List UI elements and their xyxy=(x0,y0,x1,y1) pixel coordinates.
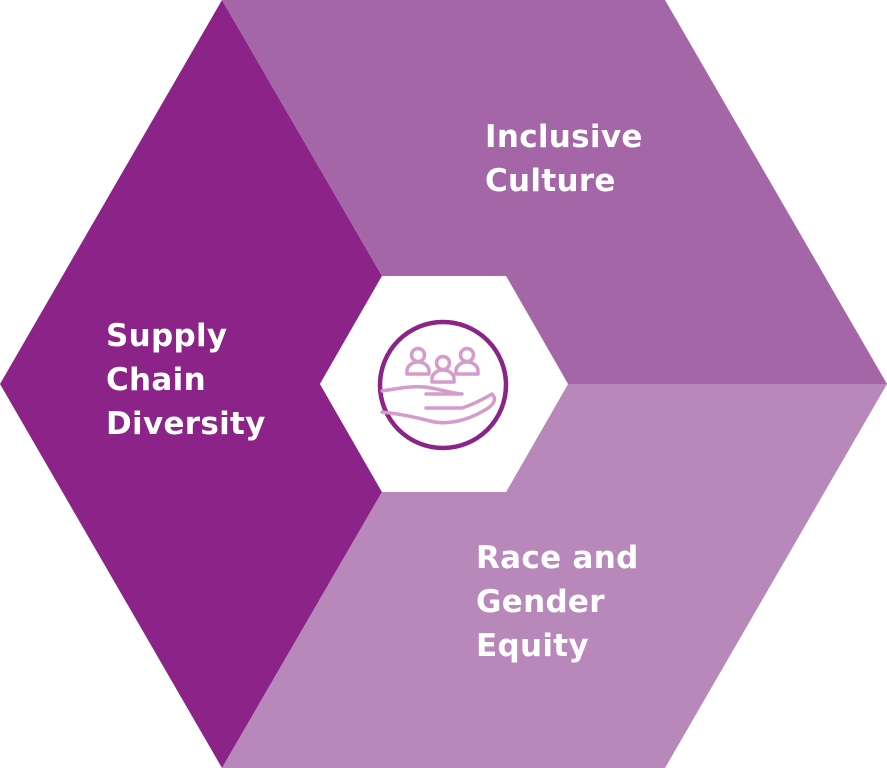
label-inclusive-culture: Inclusive Culture xyxy=(485,115,643,203)
label-supply-chain-diversity: Supply Chain Diversity xyxy=(106,314,266,446)
label-race-gender-equity: Race and Gender Equity xyxy=(476,536,639,668)
label-line: Inclusive xyxy=(485,119,643,155)
icon-ring xyxy=(377,319,509,451)
label-line: Culture xyxy=(485,163,616,199)
label-line: Supply xyxy=(106,318,228,354)
label-line: Gender xyxy=(476,584,605,620)
label-line: Diversity xyxy=(106,406,266,442)
segment-race-gender-equity xyxy=(222,384,887,768)
segment-inclusive-culture xyxy=(222,0,887,384)
label-line: Race and xyxy=(476,540,639,576)
label-line: Equity xyxy=(476,628,589,664)
label-line: Chain xyxy=(106,362,206,398)
hand-holding-people-icon xyxy=(377,319,509,451)
segment-supply-chain-diversity xyxy=(0,0,382,768)
center-hexagon xyxy=(320,276,568,492)
